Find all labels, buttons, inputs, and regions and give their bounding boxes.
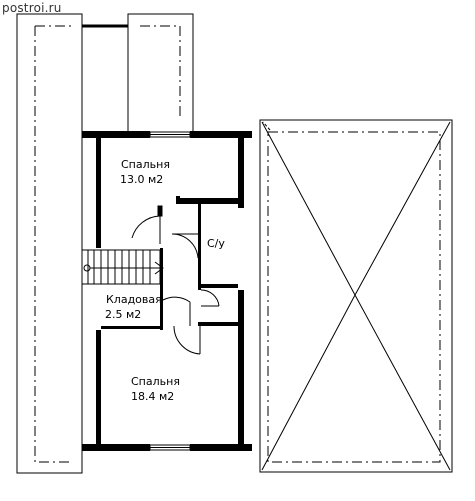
bathroom-name: С/у: [207, 237, 225, 250]
interior-walls: [101, 196, 238, 330]
site-watermark: postroi.ru: [2, 1, 62, 15]
exterior-walls: [82, 131, 252, 451]
roof-left: [16, 13, 83, 474]
roof-right: [259, 119, 453, 473]
door-storage: [162, 296, 191, 326]
bedroom-bottom-name: Спальня: [131, 375, 180, 388]
door-bedroom-bottom: [173, 325, 201, 355]
storage-name: Кладовая: [106, 293, 162, 306]
door-bedroom-top: [131, 205, 163, 244]
roof-chimney-block: [127, 13, 194, 135]
door-bathroom: [171, 233, 199, 259]
bedroom-bottom-area: 18.4 м2: [131, 390, 174, 403]
storage-area: 2.5 м2: [105, 308, 141, 321]
bedroom-top-name: Спальня: [121, 158, 170, 171]
door-small: [200, 289, 220, 307]
staircase: [81, 249, 164, 285]
window-bottom: [149, 444, 191, 451]
bedroom-top-area: 13.0 м2: [120, 173, 163, 186]
window-top: [149, 131, 191, 138]
